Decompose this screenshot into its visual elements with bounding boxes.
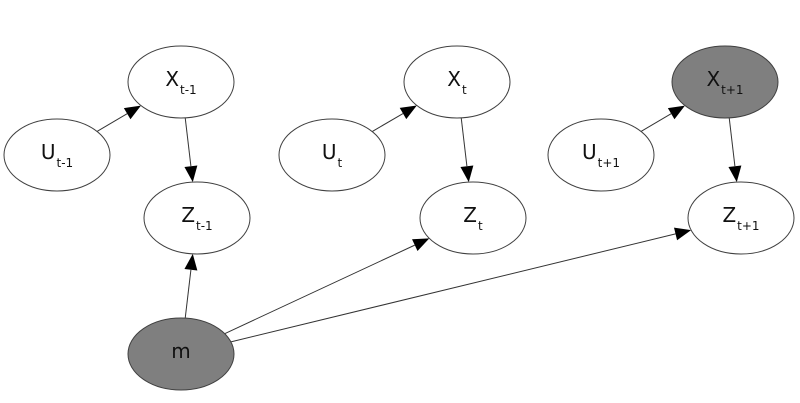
node-label: X	[706, 67, 720, 91]
node-subscript: t	[462, 83, 467, 97]
node-ellipse	[687, 181, 795, 255]
node-ellipse	[671, 45, 779, 119]
node-subscript: t	[478, 219, 483, 233]
edge-line	[184, 269, 192, 319]
node-label: Z	[181, 203, 195, 227]
node-ellipse	[278, 118, 386, 192]
edge-x_tm1-to-z_tm1	[184, 117, 198, 183]
arrowhead-icon	[674, 227, 692, 241]
node-ellipse	[143, 181, 251, 255]
edge-u_tm1-to-x_tm1	[96, 105, 141, 132]
node-ellipse	[419, 181, 527, 255]
arrowhead-icon	[728, 165, 742, 183]
node-subscript: t-1	[196, 219, 213, 233]
arrowhead-icon	[123, 105, 141, 120]
node-label: U	[582, 140, 597, 164]
node-subscript: t	[337, 156, 342, 170]
edge-x_tp1-to-z_tp1	[728, 117, 742, 183]
node-label: U	[41, 140, 56, 164]
node-label: m	[171, 339, 190, 363]
edge-u_tp1-to-x_tp1	[640, 105, 685, 132]
edge-line	[728, 117, 736, 167]
node-m: m	[127, 317, 235, 391]
node-ellipse	[547, 118, 655, 192]
node-subscript: t+1	[721, 83, 743, 97]
node-subscript: t+1	[737, 219, 759, 233]
edge-line	[640, 113, 672, 132]
edge-m-to-z_t	[224, 238, 430, 335]
node-subscript: t-1	[56, 156, 73, 170]
edge-m-to-z_tm1	[184, 253, 198, 319]
node-label: Z	[463, 203, 477, 227]
node-ellipse	[3, 118, 111, 192]
arrowhead-icon	[667, 105, 685, 120]
edge-line	[184, 117, 192, 167]
node-subscript: t-1	[180, 83, 197, 97]
node-ellipse	[127, 45, 235, 119]
node-label: X	[447, 67, 461, 91]
node-subscript: t+1	[598, 156, 620, 170]
arrowhead-icon	[184, 253, 198, 271]
node-label: X	[165, 67, 179, 91]
arrowhead-icon	[184, 165, 198, 183]
edge-m-to-z_tp1	[230, 227, 692, 343]
edge-line	[230, 233, 676, 343]
edge-u_t-to-x_t	[371, 105, 417, 132]
node-label: Z	[722, 203, 736, 227]
arrowhead-icon	[412, 238, 430, 252]
node-label: U	[322, 140, 337, 164]
edge-line	[460, 117, 468, 167]
arrowhead-icon	[399, 105, 417, 120]
edge-x_t-to-z_t	[460, 117, 474, 183]
node-ellipse	[403, 45, 511, 119]
edge-line	[224, 244, 415, 335]
node-ellipse	[127, 317, 235, 391]
edge-line	[96, 113, 128, 132]
edge-line	[371, 113, 404, 132]
edges-layer	[96, 105, 742, 343]
arrowhead-icon	[460, 165, 474, 183]
